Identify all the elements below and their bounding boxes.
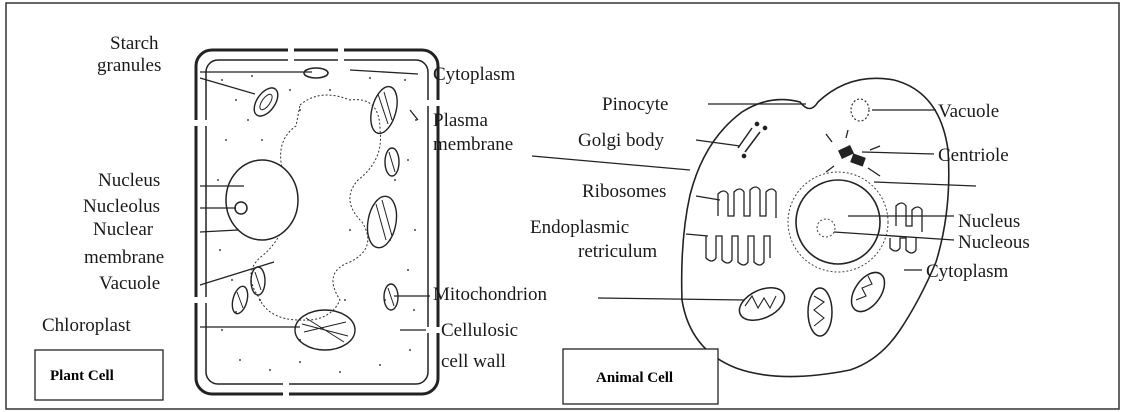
animal-er-right — [896, 203, 922, 232]
label-nuclear-line1: Nuclear — [93, 219, 154, 240]
animal-centriole — [826, 130, 880, 176]
plant-cell: Starch granules Cytoplasm Plasma membran… — [35, 33, 547, 400]
label-ribosomes: Ribosomes — [582, 181, 666, 202]
animal-er-right-2 — [890, 238, 916, 253]
label-er-line2: retriculum — [578, 241, 657, 262]
diagram-frame — [6, 3, 1119, 409]
label-mitochondrion: Mitochondrion — [433, 284, 547, 305]
animal-vacuole — [851, 99, 869, 121]
plant-starch-granule — [249, 84, 282, 121]
plant-starch-granule-top — [304, 68, 328, 78]
label-chloroplast: Chloroplast — [42, 315, 131, 336]
plant-nucleolus — [235, 202, 247, 214]
label-wall-line1: Cellulosic — [441, 320, 518, 341]
plant-wall-gaps — [194, 48, 440, 396]
label-nuclear-line2: membrane — [84, 247, 164, 268]
animal-nucleus — [796, 180, 880, 264]
label-plasma-line2: membrane — [433, 134, 513, 155]
label-starch-line1: Starch — [110, 33, 159, 54]
label-animal-vacuole: Vacuole — [938, 101, 999, 122]
animal-er-left-2 — [706, 236, 770, 265]
label-plasma-line1: Plasma — [433, 110, 488, 131]
label-plant-nucleus: Nucleus — [98, 170, 160, 191]
label-centriole: Centriole — [938, 145, 1009, 166]
label-nucleolus: Nucleolus — [83, 196, 160, 217]
plant-caption: Plant Cell — [50, 368, 114, 384]
label-golgi: Golgi body — [578, 130, 665, 151]
animal-cell: Pinocyte Vacuole Golgi body Centriole Ri… — [530, 78, 1030, 404]
label-pinocyte: Pinocyte — [602, 94, 669, 115]
label-starch-line2: granules — [97, 55, 161, 76]
label-animal-cytoplasm: Cytoplasm — [926, 261, 1009, 282]
label-plant-cytoplasm: Cytoplasm — [433, 64, 516, 85]
label-animal-nucleus: Nucleus — [958, 211, 1020, 232]
label-wall-line2: cell wall — [441, 351, 506, 372]
label-plant-vacuole: Vacuole — [99, 273, 160, 294]
label-er-line1: Endoplasmic — [530, 217, 629, 238]
animal-golgi — [738, 122, 767, 157]
animal-caption: Animal Cell — [596, 370, 673, 386]
animal-mitochondria — [734, 267, 891, 336]
label-nucleous: Nucleous — [958, 232, 1030, 253]
animal-er-left — [718, 187, 776, 218]
plant-nucleus — [226, 160, 298, 240]
